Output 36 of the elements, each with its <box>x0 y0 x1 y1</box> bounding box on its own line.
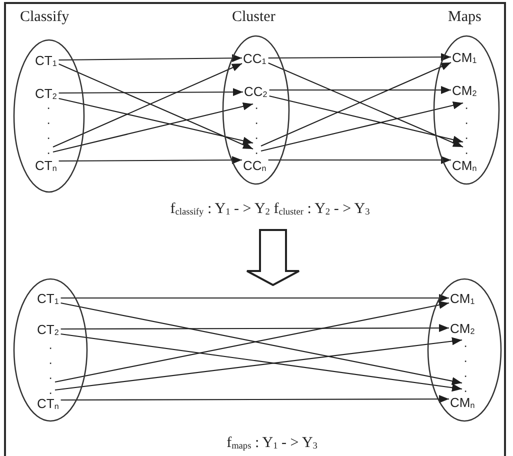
element-label: CT$_{2}$ <box>37 322 59 336</box>
arrow <box>60 294 449 302</box>
element-label: CM$_{1}$ <box>452 50 477 64</box>
element-label: CT$_{n}$ <box>35 158 57 172</box>
arrow <box>58 156 242 164</box>
element-label: CM$_{n}$ <box>450 394 475 410</box>
element-label: CC$_{2}$ <box>244 84 268 98</box>
element-label: CM$_{1}$ <box>450 290 475 306</box>
formula: f$_{maps}$ : Y$_{1}$ - > Y$_{3}$ <box>226 434 318 452</box>
arrow <box>58 88 243 96</box>
set-title: Maps <box>448 8 482 26</box>
vertical-ellipsis: . . . . <box>463 335 468 395</box>
set-title: Classify <box>20 8 70 26</box>
element-label: CM$_{2}$ <box>450 320 475 336</box>
arrow <box>52 102 254 153</box>
arrow <box>260 101 464 152</box>
element-label: CC$_{n}$ <box>243 158 266 172</box>
element-label: CC$_{1}$ <box>243 50 266 66</box>
arrow <box>58 54 242 62</box>
element-label: CT$_{1}$ <box>35 52 57 68</box>
arrow <box>268 156 451 164</box>
arrow <box>268 53 451 62</box>
element-label: CT$_{1}$ <box>37 290 59 306</box>
element-label: CM$_{n}$ <box>452 158 477 172</box>
set-title: Cluster <box>232 8 276 26</box>
arrow <box>60 324 449 332</box>
arrow <box>269 86 451 94</box>
arrow <box>269 95 464 144</box>
vertical-ellipsis: . . . . <box>254 97 259 157</box>
vertical-ellipsis: . . . . <box>464 97 469 157</box>
arrow <box>60 395 449 404</box>
element-label: CT$_{n}$ <box>37 396 59 410</box>
formula: f$_{classify}$ : Y$_{1}$ - > Y$_{2}$ f$_{cluster}$ : Y$_{2}$ - > Y$_{3}$ <box>170 200 370 218</box>
arrow <box>58 98 254 145</box>
element-label: CM$_{2}$ <box>452 82 477 98</box>
vertical-ellipsis: . . . . <box>48 337 53 397</box>
